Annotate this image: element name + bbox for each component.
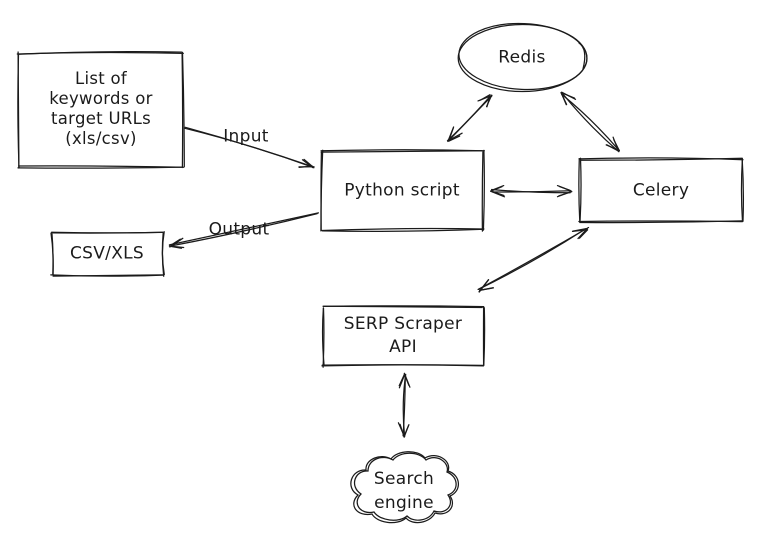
stroke-path xyxy=(50,231,165,277)
stroke-path xyxy=(169,245,183,249)
stroke-path xyxy=(171,212,318,247)
stroke-path xyxy=(321,305,485,367)
stroke-path xyxy=(477,94,493,102)
stroke-path xyxy=(403,424,410,438)
stroke-path xyxy=(613,139,621,152)
stroke-path xyxy=(303,158,315,169)
stroke-path xyxy=(571,229,588,233)
stroke-path xyxy=(397,422,406,438)
stroke-path xyxy=(560,91,568,106)
stroke-path xyxy=(403,372,411,388)
stroke-path xyxy=(479,287,495,292)
stroke-path xyxy=(486,95,491,108)
stroke-path xyxy=(561,91,577,100)
stroke-path xyxy=(558,191,573,197)
stroke-path xyxy=(578,229,589,239)
stroke-path xyxy=(446,95,492,142)
stroke-path xyxy=(50,231,165,277)
stroke-path xyxy=(17,51,185,169)
stroke-path xyxy=(320,149,485,233)
stroke-path xyxy=(398,374,406,389)
celery-serp-double-arrow xyxy=(477,226,590,293)
stroke-path xyxy=(558,185,571,191)
stroke-path xyxy=(353,452,457,521)
stroke-path xyxy=(448,127,454,141)
stroke-path xyxy=(605,144,620,151)
stroke-path xyxy=(489,186,503,192)
redis-celery-double-arrow xyxy=(560,91,621,153)
serp-search-double-arrow xyxy=(397,372,411,438)
stroke-path xyxy=(168,212,320,246)
stroke-path xyxy=(578,157,744,224)
stroke-path xyxy=(477,226,590,291)
python-redis-double-arrow xyxy=(446,94,493,143)
stroke-path xyxy=(458,22,588,91)
stroke-path xyxy=(578,157,745,224)
stroke-path xyxy=(350,451,459,524)
stroke-path xyxy=(447,95,493,143)
stroke-path xyxy=(561,93,620,151)
list-box-shape xyxy=(16,51,185,169)
stroke-path xyxy=(448,135,461,142)
stroke-path xyxy=(447,132,463,142)
serp-scraper-api-box-shape xyxy=(321,305,486,368)
python-celery-double-arrow xyxy=(489,184,573,198)
stroke-path xyxy=(321,305,486,368)
stroke-path xyxy=(170,238,181,246)
stroke-path xyxy=(16,51,185,169)
stroke-path xyxy=(169,237,184,248)
input-arrow xyxy=(183,126,315,169)
search-engine-cloud-shape xyxy=(350,451,459,524)
csv-xls-box-shape xyxy=(50,231,165,277)
stroke-path xyxy=(402,373,407,438)
stroke-path xyxy=(320,149,485,232)
stroke-path xyxy=(477,227,587,290)
stroke-path xyxy=(183,127,315,169)
output-arrow xyxy=(168,212,320,249)
stroke-path xyxy=(578,42,586,70)
stroke-path xyxy=(490,188,571,194)
redis-ellipse-shape xyxy=(457,22,588,93)
python-script-box-shape xyxy=(320,149,485,233)
stroke-path xyxy=(490,190,506,198)
celery-box-shape xyxy=(578,157,745,224)
